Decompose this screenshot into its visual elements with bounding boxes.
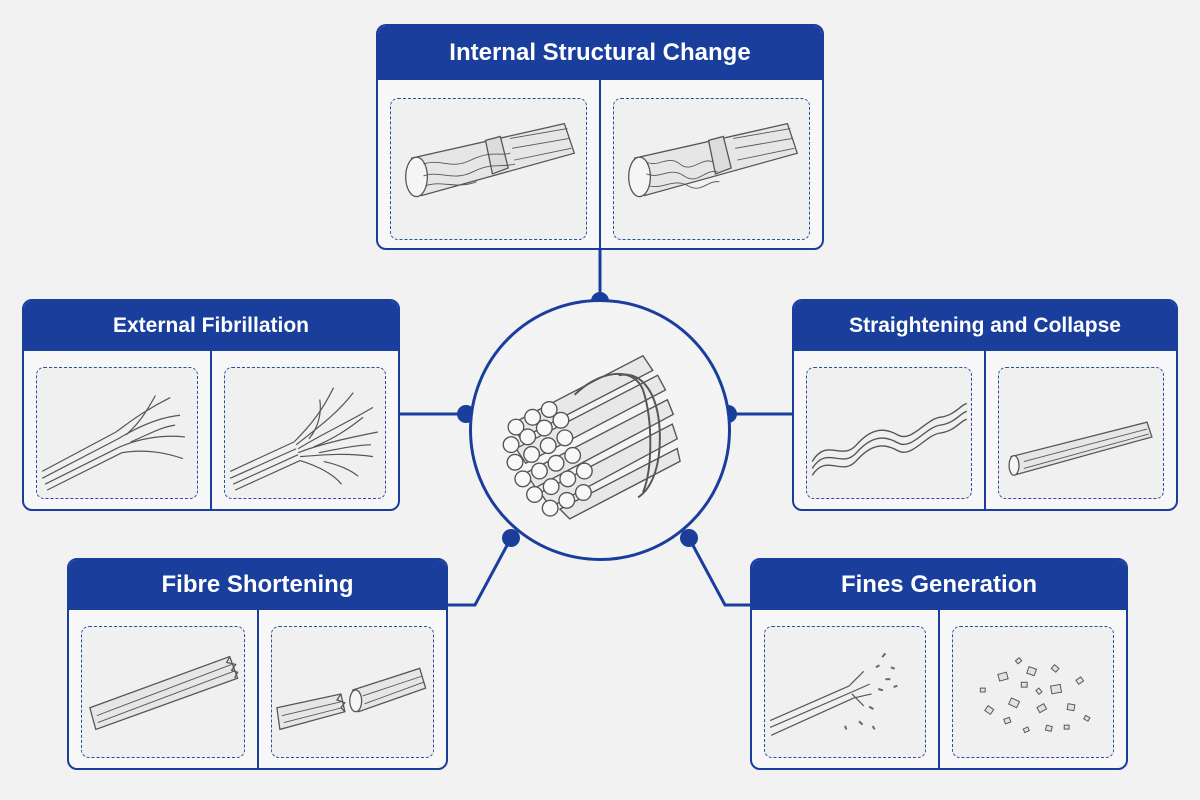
panel-cell-after — [256, 610, 447, 768]
panel-title: Straightening and Collapse — [794, 301, 1176, 351]
connector-fines — [687, 537, 752, 607]
fibre-cross-section-changed-icon — [628, 122, 799, 198]
panel-internal-structural-change: Internal Structural Change — [376, 24, 824, 250]
panel-title: External Fibrillation — [24, 301, 398, 351]
panel-external-fibrillation: External Fibrillation — [22, 299, 400, 511]
connector-shortening — [448, 537, 513, 607]
panel-fibre-shortening: Fibre Shortening — [67, 558, 448, 770]
panel-title: Internal Structural Change — [378, 26, 822, 80]
straight-collapsed-fibre-icon — [1008, 421, 1153, 476]
panel-title: Fines Generation — [752, 560, 1126, 610]
panel-straightening-and-collapse: Straightening and Collapse — [792, 299, 1178, 511]
wavy-fibre-icon — [811, 402, 968, 476]
fibre-cross-section-icon — [405, 122, 576, 198]
fines-particles-icon — [979, 656, 1091, 734]
panel-fines-generation: Fines Generation — [750, 558, 1128, 770]
node-dot-bottom-right — [680, 529, 698, 547]
panel-cell-after — [210, 351, 398, 509]
highly-fibrillated-fibre-icon — [229, 387, 378, 491]
panel-cell-before — [378, 80, 599, 248]
panel-cell-after — [938, 610, 1126, 768]
panel-cell-after — [599, 80, 822, 248]
panel-cell-before — [752, 610, 938, 768]
fibrillated-fibre-icon — [41, 395, 186, 491]
fibre-releasing-fines-icon — [769, 652, 898, 736]
panel-cell-before — [24, 351, 210, 509]
panel-cell-after — [984, 351, 1176, 509]
panel-cell-before — [794, 351, 984, 509]
fibre-with-frayed-end-icon — [89, 655, 239, 731]
fibre-bundle-icon — [502, 354, 681, 520]
node-dot-bottom-left — [502, 529, 520, 547]
central-fibre-bundle — [469, 299, 731, 561]
panel-cell-before — [69, 610, 257, 768]
broken-fibre-icon — [275, 667, 426, 731]
panel-title: Fibre Shortening — [69, 560, 446, 610]
